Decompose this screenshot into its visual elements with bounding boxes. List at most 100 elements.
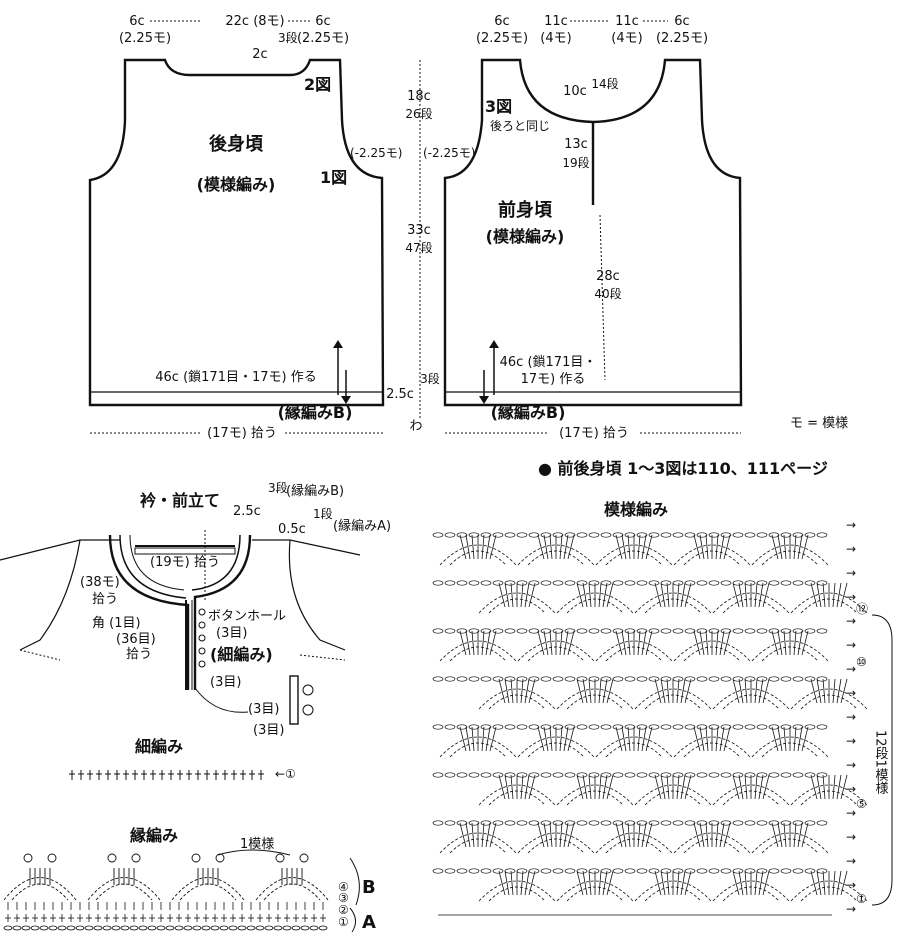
svg-text:→: →: [846, 542, 856, 556]
armhole-rows: 26段: [405, 106, 432, 121]
front-placket-rows: 19段: [562, 155, 589, 170]
single-crochet-title: 細編み: [135, 737, 183, 756]
back-top-right-width: 6c: [315, 14, 330, 29]
edging-title: 縁編み: [130, 826, 178, 845]
collar-edging-b: (縁編みB): [286, 483, 344, 499]
front-body-diagram: 6c 11c 11c 6c (2.25モ) (4モ) (4モ) (2.25モ) …: [423, 14, 743, 441]
front-sub-1: (2.25モ): [476, 31, 528, 46]
front-pickup: (17モ) 拾う: [559, 426, 629, 441]
back-top-right-sub: (2.25モ): [297, 31, 349, 46]
svg-text:→: →: [846, 854, 856, 868]
pattern-stitch-chart: 模様編み →→→→→→→→→→→→→→→→→ ⑫ ⑩ ⑤ ① 12段1模様: [432, 500, 893, 916]
edging-row-4: ④: [338, 880, 349, 894]
front-chain-line1: 46c (鎖171目・: [500, 354, 597, 370]
collar-pickup-36-label: 拾う: [126, 647, 152, 662]
svg-text:→: →: [846, 566, 856, 580]
front-edging: (縁編みB): [491, 403, 566, 422]
collar-title: 衿・前立て: [140, 491, 220, 510]
front-placket-height: 13c: [564, 137, 588, 152]
svg-text:→: →: [846, 878, 856, 892]
back-body-outline: [88, 58, 385, 407]
back-body-diagram: 6c 22c (8モ) 6c (2.25モ) (2.25モ) 2c 3段 2図 …: [88, 14, 402, 441]
pattern-title: 模様編み: [604, 500, 668, 519]
pattern-repeat-label: 12段1模様: [873, 730, 889, 794]
svg-text:→: →: [846, 710, 856, 724]
svg-text:→: →: [846, 782, 856, 796]
buttonholes: [198, 608, 206, 668]
detail-stitches-3-top: (3目): [248, 702, 279, 717]
collar-corner: 角 (1目): [92, 616, 141, 631]
collar-pickup-38-label: 拾う: [92, 592, 118, 607]
svg-text:→: →: [846, 518, 856, 532]
edging-height: 2.5c: [386, 387, 414, 402]
edging-label-b: B: [362, 877, 376, 898]
collar-width-a: 0.5c: [278, 522, 306, 537]
body-rows: 47段: [405, 240, 432, 255]
edging-stitch-pattern: [3, 853, 329, 931]
pattern-stitch-grid: →→→→→→→→→→→→→→→→→: [432, 518, 868, 916]
back-neck-depth: 2c: [252, 47, 267, 62]
edging-row-3: ③: [338, 891, 349, 905]
placket-stitches-3: (3目): [210, 675, 241, 690]
svg-text:→: →: [846, 902, 856, 916]
front-same-as-back: 後ろと同じ: [490, 119, 550, 133]
front-title: 前身頃: [498, 199, 553, 221]
front-top-4: 6c: [674, 14, 689, 29]
collar-rows-a: 1段: [313, 506, 333, 521]
front-neck-rows: 14段: [591, 76, 618, 91]
front-sub-3: (4モ): [611, 31, 642, 46]
join-in-round: わ: [409, 419, 422, 434]
collar-width-b: 2.5c: [233, 504, 261, 519]
single-crochet-row: [69, 770, 264, 780]
front-body-height: 28c: [596, 269, 620, 284]
back-top-left-width: 6c: [129, 14, 144, 29]
back-fig-1: 1図: [320, 168, 347, 187]
svg-text:→: →: [846, 734, 856, 748]
edging-repeat: 1模様: [240, 837, 274, 852]
pattern-row-5: ⑤: [856, 797, 867, 811]
svg-text:→: →: [846, 614, 856, 628]
back-top-neck-width: 22c (8モ): [225, 14, 284, 29]
svg-text:→: →: [846, 686, 856, 700]
front-body-outline: [443, 58, 743, 407]
back-fig-2: 2図: [304, 75, 331, 94]
single-crochet-row-1: ←①: [275, 767, 296, 781]
svg-text:→: →: [846, 830, 856, 844]
front-chain-line2: 17モ) 作る: [521, 372, 586, 387]
svg-text:→: →: [846, 638, 856, 652]
edging-row-1: ①: [338, 915, 349, 929]
pattern-row-12: ⑫: [856, 602, 868, 616]
legend: モ = 模様: [790, 416, 848, 431]
back-neck-rows: 3段: [278, 30, 298, 45]
front-neck-depth: 10c: [563, 84, 587, 99]
detail-stitches-3-bottom: (3目): [253, 723, 284, 738]
front-sub-4: (2.25モ): [656, 31, 708, 46]
back-pattern: (模様編み): [197, 175, 276, 194]
front-top-2: 11c: [544, 14, 568, 29]
back-pickup: (17モ) 拾う: [207, 426, 277, 441]
back-armhole-decrease: (-2.25モ): [350, 146, 402, 160]
back-chain-instruction: 46c (鎖171目・17モ) 作る: [155, 369, 316, 385]
center-measures: 18c 26段 33c 47段 2.5c 3段 わ: [386, 60, 440, 434]
svg-text:→: →: [846, 590, 856, 604]
buttonhole-stitches: (3目): [216, 626, 247, 641]
page-reference-note: ● 前後身頃 1～3図は110、111ページ: [538, 459, 828, 478]
pattern-row-10: ⑩: [856, 655, 867, 669]
placket-single-crochet: (細編み): [210, 645, 273, 664]
collar-pickup-38: (38モ): [80, 575, 120, 590]
collar-pickup-36: (36目): [116, 632, 156, 647]
svg-text:→: →: [846, 758, 856, 772]
front-sub-2: (4モ): [540, 31, 571, 46]
edging-row-2: ②: [338, 903, 349, 917]
collar-rows-b: 3段: [268, 480, 288, 495]
front-fig-3: 3図: [485, 97, 512, 116]
armhole-height: 18c: [407, 89, 431, 104]
single-crochet-chart: 細編み ←①: [69, 737, 296, 781]
front-top-1: 6c: [494, 14, 509, 29]
back-top-left-sub: (2.25モ): [119, 31, 171, 46]
back-title: 後身頃: [209, 133, 264, 155]
buttonhole-label: ボタンホール: [208, 609, 286, 624]
collar-edging-a: (縁編みA): [333, 518, 391, 534]
front-body-rows: 40段: [594, 286, 621, 301]
collar-pickup-19: (19モ) 拾う: [150, 555, 220, 570]
